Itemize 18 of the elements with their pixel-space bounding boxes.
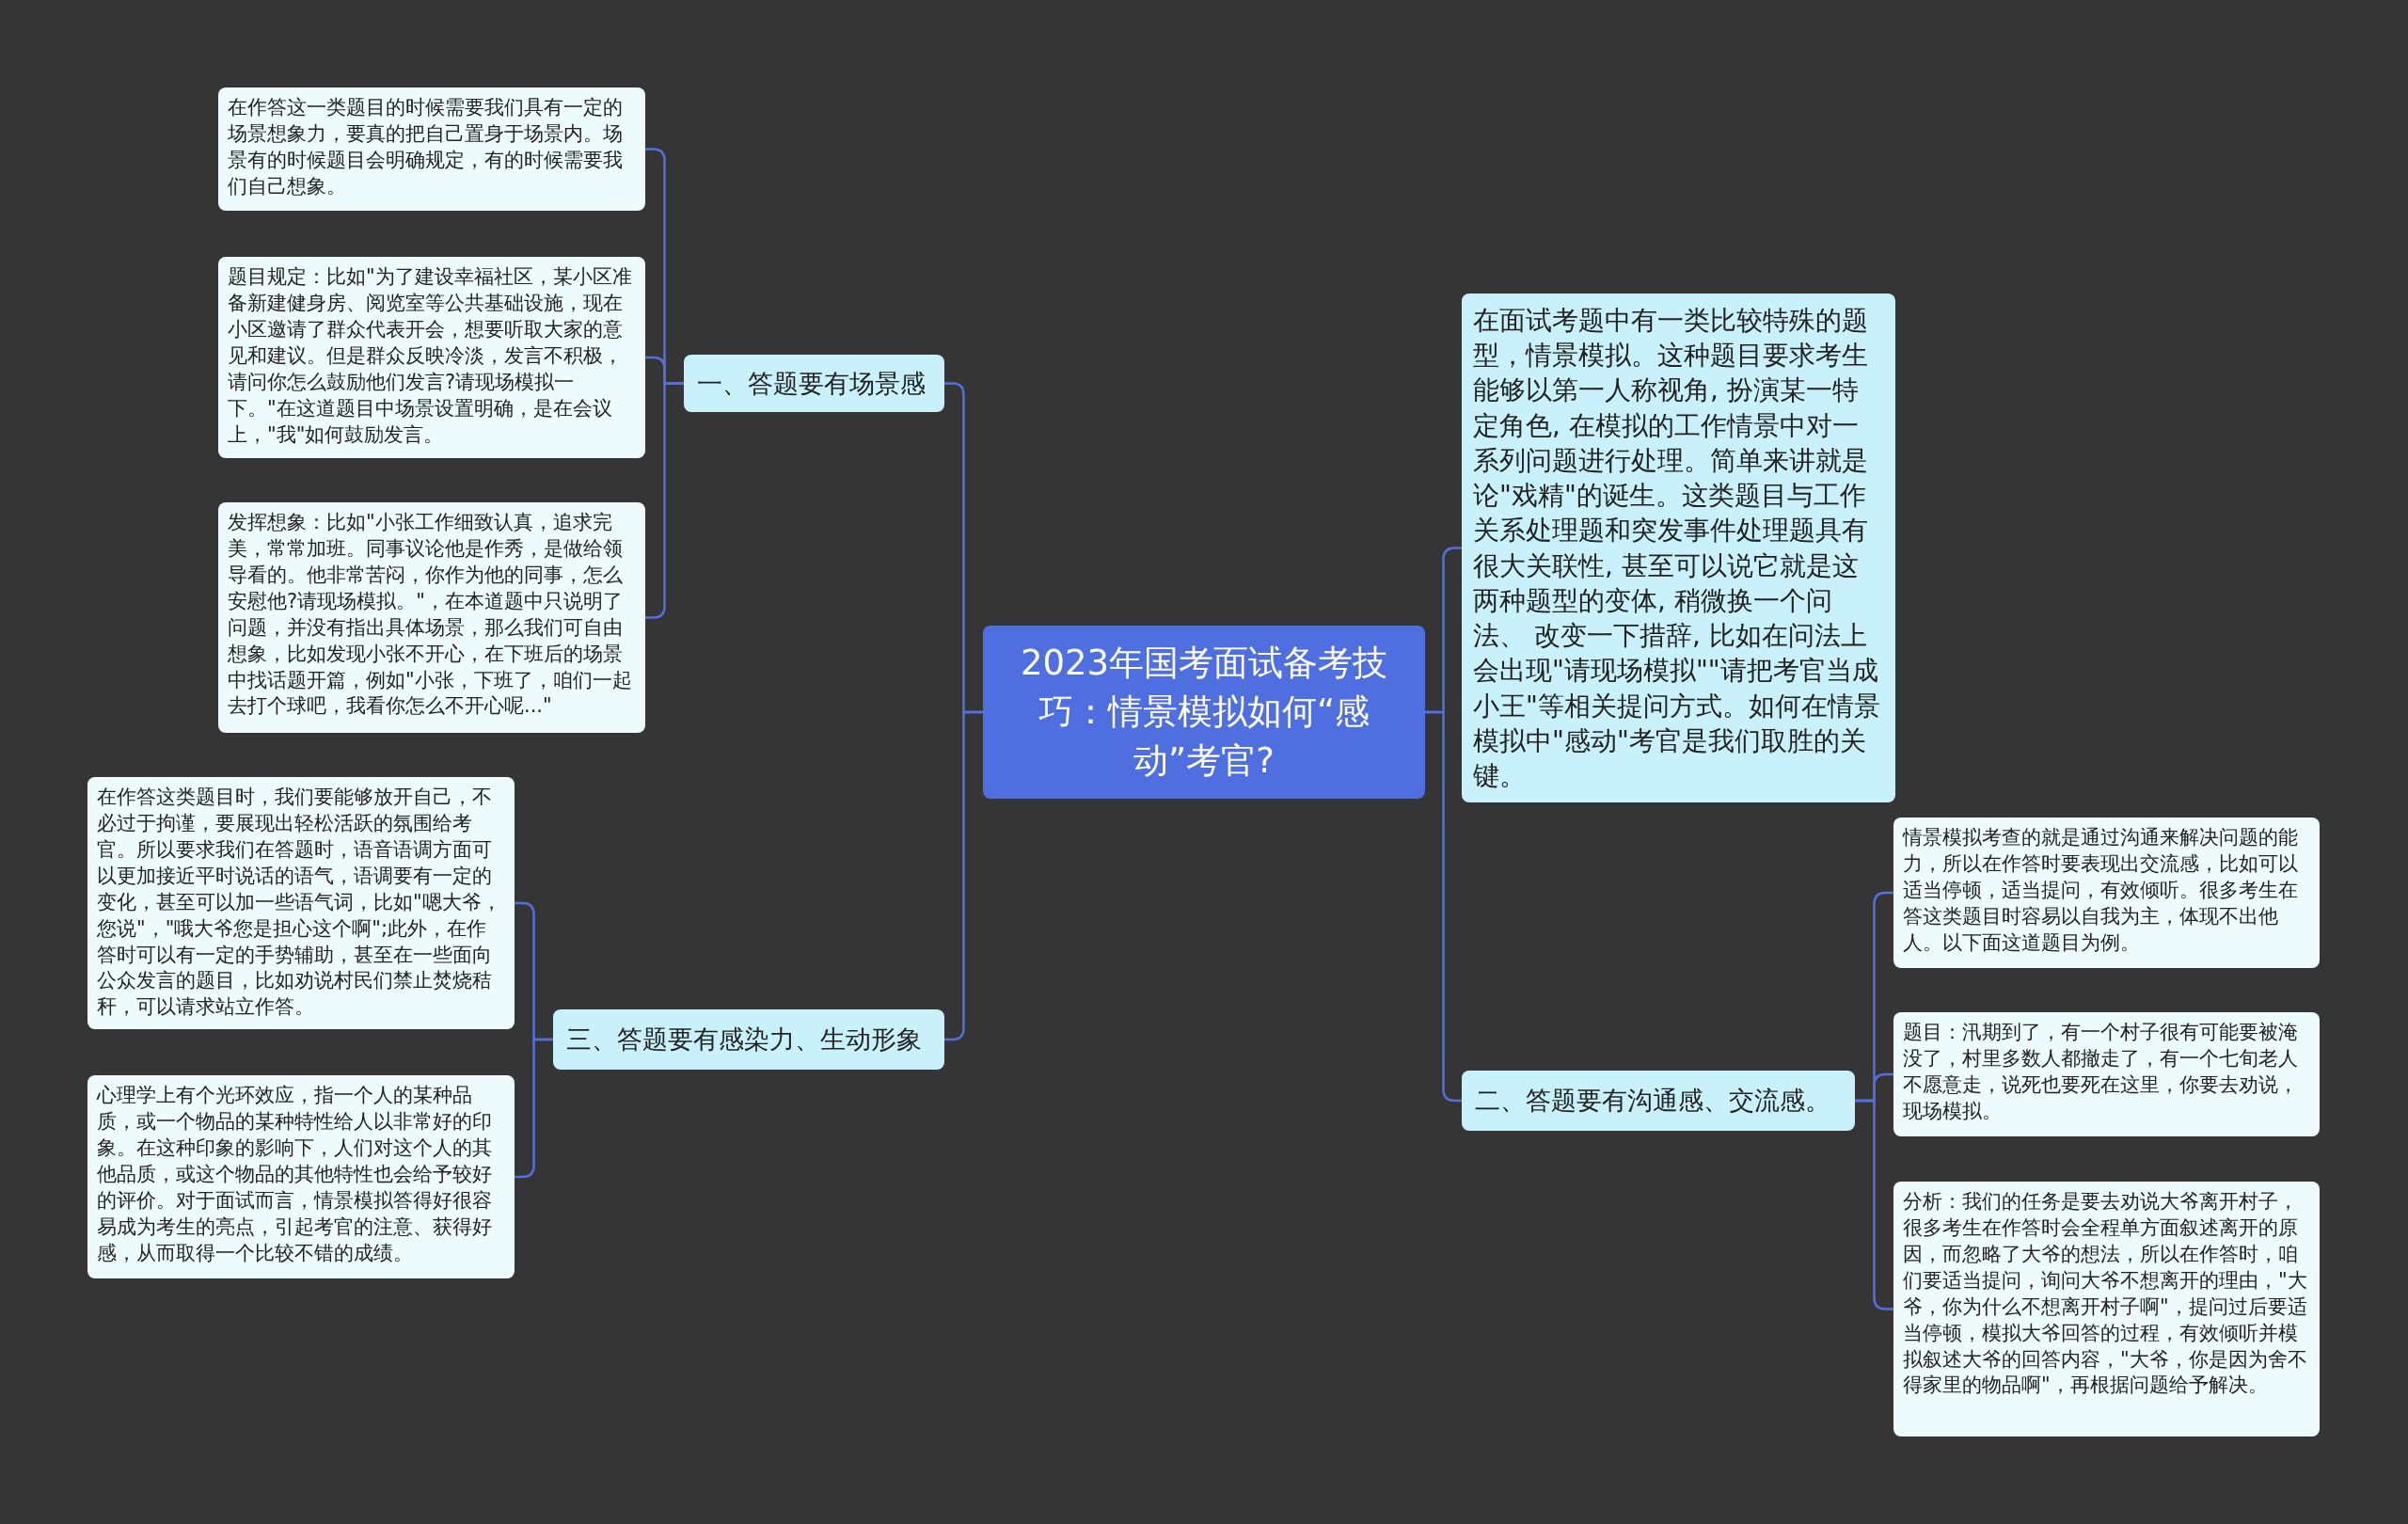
text-note-box: 题目规定：比如"为了建设幸福社区，某小区准备新建健身房、阅览室等公共基础设施，现在小区邀请了群众代表开会，想要听取大家的意见和建议。但是群众反映冷淡，发言不积极，请问你怎么鼓励他们发言?请现场模拟一下。"在这道题目中场景设置明确，是在会议上，"我"如何鼓励发言。	[218, 257, 645, 458]
text-note-box: 心理学上有个光环效应，指一个人的某种品质，或一个物品的某种特性给人以非常好的印象。在这种印象的影响下，人们对这个人的其他品质，或这个物品的其他特性也会给予较好的评价。对于面试而言，情景模拟答得好很容易成为考生的亮点，引起考官的注意、获得好感，从而取得一个比较不错的成绩。	[87, 1075, 515, 1278]
text-note-box: 题目：汛期到了，有一个村子很有可能要被淹没了，村里多数人都撤走了，有一个七旬老人不愿意走，说死也要死在这里，你要去劝说，现场模拟。	[1893, 1012, 2320, 1136]
text-note-box: 分析：我们的任务是要去劝说大爷离开村子，很多考生在作答时会全程单方面叙述离开的原因，而忽略了大爷的想法，所以在作答时，咱们要适当提问，询问大爷不想离开的理由，"大爷，你为什么不想离开村子啊"，提问过后要适当停顿，模拟大爷回答的过程，有效倾听并模拟叙述大爷的回答内容，"大爷，你是因为舍不得家里的物品啊"，再根据问题给予解决。	[1893, 1182, 2320, 1437]
text-note-box: 发挥想象：比如"小张工作细致认真，追求完美，常常加班。同事议论他是作秀，是做给领导看的。他非常苦闷，你作为他的同事，怎么安慰他?请现场模拟。"，在本道题中只说明了问题，并没有指出具体场景，那么我们可自由想象，比如发现小张不开心，在下班后的场景中找话题开篇，例如"小张，下班了，咱们一起去打个球吧，我看你怎么不开心呢..."	[218, 502, 645, 733]
connector-line	[515, 1038, 553, 1179]
branch-topic-box: 三、答题要有感染力、生动形象	[553, 1009, 944, 1070]
text-note-box: 情景模拟考查的就是通过沟通来解决问题的能力，所以在作答时要表现出交流感，比如可以适当停顿，适当提问，有效倾听。很多考生在答这类题目时容易以自我为主，体现不出他人。以下面这道题目为例。	[1893, 818, 2320, 968]
branch-topic-box: 一、答题要有场景感	[684, 355, 944, 412]
text-note-box: 在作答这一类题目的时候需要我们具有一定的场景想象力，要真的把自己置身于场景内。场景有的时候题目会明确规定，有的时候需要我们自己想象。	[218, 87, 645, 211]
branch-topic-box: 二、答题要有沟通感、交流感。	[1462, 1071, 1855, 1131]
connector-line	[645, 382, 684, 619]
central-topic-box: 2023年国考面试备考技巧：情景模拟如何“感动”考官?	[983, 626, 1425, 799]
text-note-box: 在作答这类题目时，我们要能够放开自己，不必过于拘谨，要展现出轻松活跃的氛围给考官。所以要求我们在答题时，语音语调方面可以更加接近平时说话的语气，语调要有一定的变化，甚至可以加一些语气词，比如"嗯大爷，您说"，"哦大爷您是担心这个啊";此外，在作答时可以有一定的手势辅助，甚至在一些面向公众发言的题目，比如劝说村民们禁止焚烧秸秆，可以请求站立作答。	[87, 777, 515, 1029]
connector-line	[944, 710, 983, 1041]
connector-line	[1425, 710, 1462, 1103]
connector-line	[1855, 1099, 1893, 1310]
text-note-box: 在面试考题中有一类比较特殊的题型，情景模拟。这种题目要求考生能够以第一人称视角, 扮演某一特定角色, 在模拟的工作情景中对一系列问题进行处理。简单来讲就是论"戏精"的诞生。这类题目与工作关系处理题和突发事件处理题具有很大关联性, 甚至可以说它就是这两种题型的变体, 稍微换一个问法、 改变一下措辞, 比如在问法上会出现"请现场模拟""请把考官当成小王"等相关提问方式。如何在情景模拟中"感动"考官是我们取胜的关键。	[1462, 294, 1895, 803]
